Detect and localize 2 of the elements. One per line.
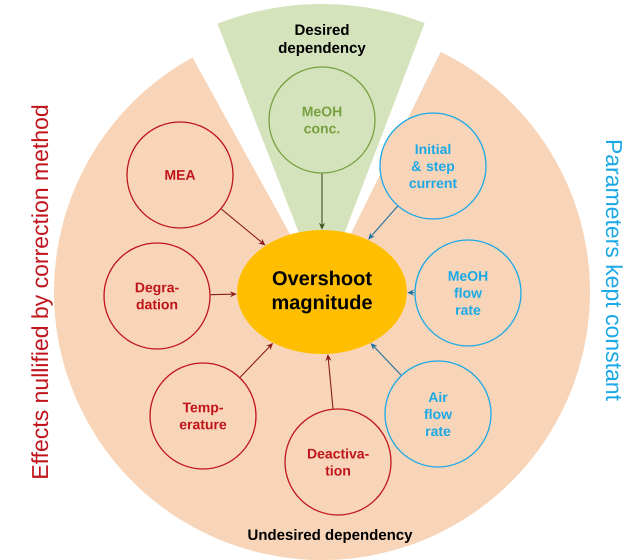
side-title: Effects nullified by correction method xyxy=(31,106,53,478)
side-title: Parameters kept constant xyxy=(601,140,623,401)
